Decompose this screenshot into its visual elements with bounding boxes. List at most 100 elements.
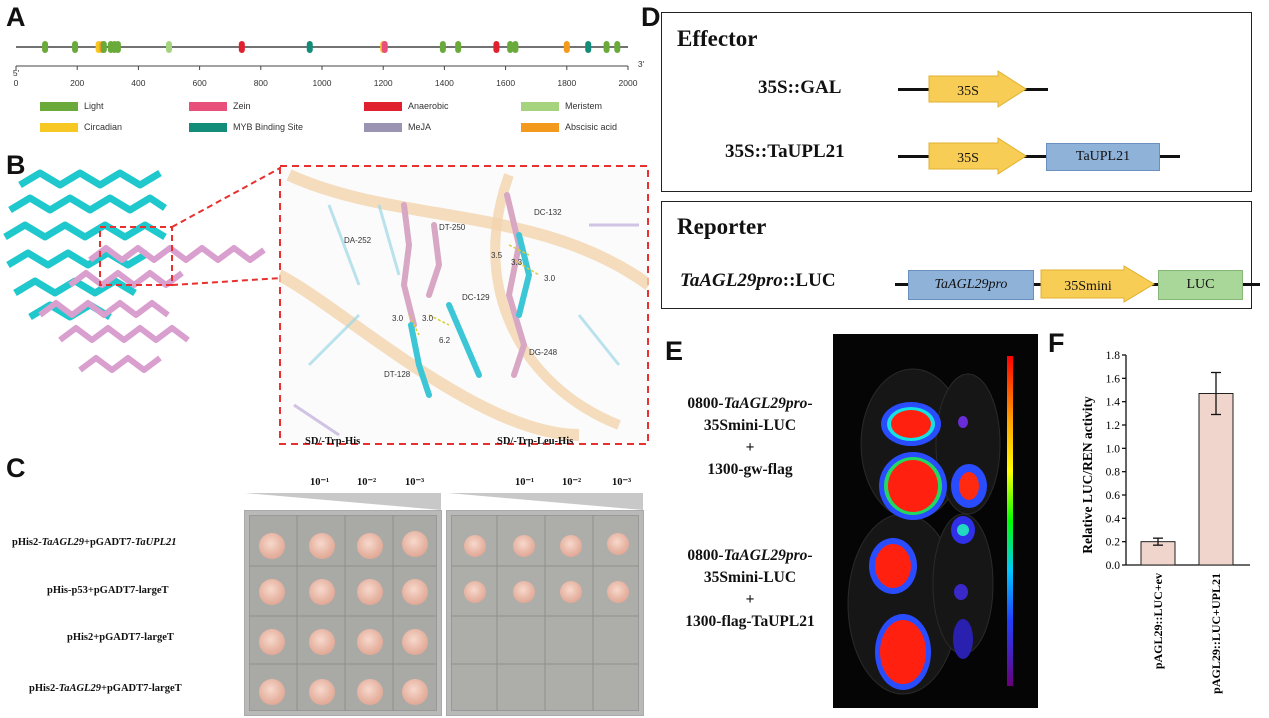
cis-element-marker: [166, 41, 172, 53]
cis-element-marker: [114, 41, 121, 53]
dilution-label: 10⁻³: [612, 477, 632, 488]
cis-element-marker: [455, 41, 462, 53]
medium-label: SD/-Trp-Leu-His: [497, 436, 574, 447]
axis-tick-label: 200: [70, 78, 85, 88]
treatment-label-ev: 0800-TaAGL29pro- 35Smini-LUC + 1300-gw-f…: [687, 395, 813, 478]
cis-element-marker: [381, 41, 388, 53]
axis-tick-label: 600: [192, 78, 207, 88]
luc-ren-bar-chart: 0.00.20.40.60.81.01.21.41.61.8 pAGL29::L…: [1080, 350, 1250, 694]
x-category-label: pAGL29::LUC+ev: [1151, 573, 1165, 669]
dilution-label: 10⁻¹: [515, 477, 535, 488]
panel-label-d: D: [641, 2, 661, 32]
cis-element-marker: [439, 41, 446, 53]
cis-element-marker: [512, 41, 519, 53]
cis-element-marker: [238, 41, 245, 53]
residue-label: DT-128: [384, 370, 411, 379]
axis-tick-label: 1000: [312, 78, 332, 88]
cis-element-marker: [585, 41, 592, 53]
legend-meja: MeJA: [364, 122, 431, 133]
dilution-label: 10⁻²: [562, 477, 582, 488]
construct-35s-taupl21: 35S::TaUPL21: [725, 141, 845, 162]
distance-label: 3.0: [544, 274, 556, 283]
construct-35s-gal: 35S::GAL: [758, 77, 842, 98]
legend-light: Light: [40, 101, 104, 112]
legend-meristem: Meristem: [521, 101, 602, 112]
luciferase-image: [833, 334, 1038, 708]
gene-box-luc: LUC: [1158, 270, 1243, 300]
bar: [1198, 393, 1234, 566]
strain-row-label: pHis2-TaAGL29+pGADT7-largeT: [29, 683, 182, 694]
dilution-wedge: [245, 493, 643, 510]
promoter-element-map: [15, 41, 629, 70]
legend-zein: Zein: [189, 101, 251, 112]
panel-label-b: B: [6, 150, 26, 180]
svg-text:35S: 35S: [957, 151, 979, 166]
axis-tick-label: 1400: [434, 78, 454, 88]
cis-element-marker: [100, 41, 107, 53]
svg-text:35Smini: 35Smini: [1064, 279, 1112, 294]
reporter-title: Reporter: [677, 214, 767, 239]
strain-row-label: pHis2+pGADT7-largeT: [67, 632, 174, 643]
distance-label: 6.2: [439, 336, 451, 345]
promoter-arrow-35s: 35S: [928, 137, 1027, 175]
distance-label: 3.3: [511, 258, 523, 267]
legend-anaerobic: Anaerobic: [364, 101, 449, 112]
effector-title: Effector: [677, 26, 758, 51]
cis-element-marker: [42, 41, 49, 53]
distance-label: 3.0: [392, 314, 404, 323]
residue-label: DA-252: [344, 236, 372, 245]
strain-row-label: pHis2-TaAGL29+pGADT7-TaUPL21: [12, 537, 177, 548]
y-tick-label: 0.8: [1106, 467, 1121, 479]
y-tick-label: 0.2: [1106, 537, 1121, 549]
axis-tick-label: 0: [13, 78, 19, 88]
axis-tick-label: 1800: [557, 78, 577, 88]
cis-element-marker: [614, 41, 621, 53]
cis-element-marker: [563, 41, 570, 53]
legend-myb: MYB Binding Site: [189, 122, 303, 133]
panel-label-e: E: [665, 336, 684, 366]
panel-label-a: A: [6, 2, 26, 32]
y-tick-label: 0.0: [1106, 560, 1121, 572]
promoter-box-taagl29pro: TaAGL29pro: [908, 270, 1034, 300]
residue-label: DT-250: [439, 223, 466, 232]
dilution-label: 10⁻¹: [310, 477, 330, 488]
legend-circadian: Circadian: [40, 122, 122, 133]
gene-box-taupl21: TaUPL21: [1046, 143, 1160, 171]
cis-element-marker: [306, 41, 313, 53]
axis-tick-label: 1600: [496, 78, 516, 88]
construct-reporter: TaAGL29pro::LUC: [680, 270, 836, 291]
cis-element-marker: [603, 41, 610, 53]
axis-tick-label: 1200: [373, 78, 393, 88]
binding-site-zoom: DA-252 DT-250 DC-132 DC-129 DG-248 DT-12…: [279, 165, 649, 445]
plate-sd-trp-leu-his: [446, 510, 644, 716]
minimal-promoter-arrow: 35Smini: [1040, 265, 1155, 303]
residue-label: DG-248: [529, 348, 558, 357]
y-tick-label: 1.4: [1106, 397, 1121, 409]
dilution-label: 10⁻²: [357, 477, 377, 488]
medium-label: SD/-Trp-His: [305, 436, 361, 447]
five-prime-label: 5': [12, 68, 20, 78]
y-tick-label: 1.6: [1106, 373, 1121, 385]
promoter-arrow-35s: 35S: [928, 70, 1027, 108]
y-tick-label: 1.0: [1106, 443, 1121, 455]
cis-element-marker: [72, 41, 79, 53]
y-tick-label: 1.8: [1106, 350, 1121, 362]
distance-label: 3.5: [491, 251, 503, 260]
axis-tick-label: 800: [253, 78, 268, 88]
strain-row-label: pHis-p53+pGADT7-largeT: [47, 585, 169, 596]
residue-label: DC-129: [462, 293, 490, 302]
residue-label: DC-132: [534, 208, 562, 217]
y-axis-label: Relative LUC/REN activity: [1080, 396, 1095, 554]
treatment-label-upl21: 0800-TaAGL29pro- 35Smini-LUC + 1300-flag…: [685, 547, 815, 630]
y-tick-label: 0.4: [1106, 513, 1121, 525]
cis-element-marker: [493, 41, 500, 53]
panel-label-f: F: [1048, 328, 1065, 358]
distance-label: 3.0: [422, 314, 434, 323]
plate-sd-trp-his: [244, 510, 442, 716]
protein-dna-structure: [3, 166, 280, 373]
three-prime-label: 3': [637, 59, 645, 69]
axis-tick-label: 2000: [618, 78, 638, 88]
panel-label-c: C: [6, 453, 26, 483]
axis-tick-label: 400: [131, 78, 146, 88]
cis-element-marker: [507, 41, 514, 53]
